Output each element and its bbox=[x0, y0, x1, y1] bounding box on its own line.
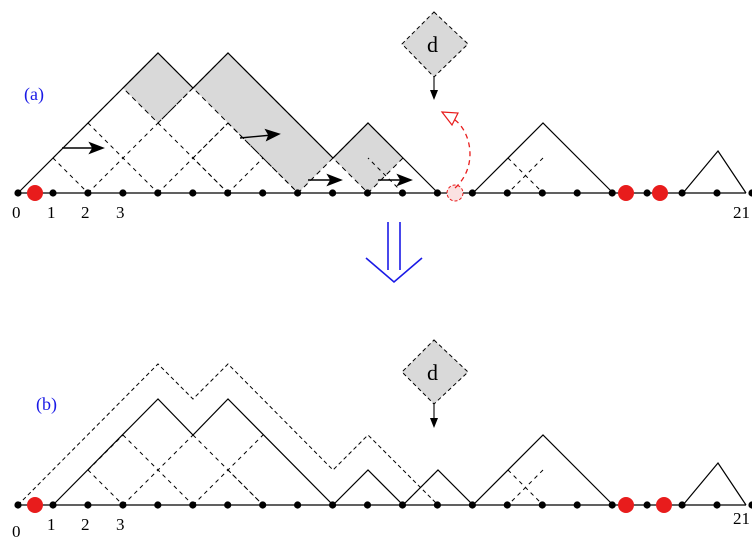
tick-label-0: 0 bbox=[12, 203, 21, 222]
lattice-site bbox=[294, 501, 302, 509]
shaded-region bbox=[122, 52, 194, 124]
lattice-site bbox=[643, 501, 651, 509]
height-profile-hill-b bbox=[682, 461, 747, 506]
lattice-site bbox=[154, 501, 162, 509]
lattice-site bbox=[259, 189, 267, 197]
particle-d-b: d bbox=[401, 339, 469, 428]
lattice-site bbox=[363, 189, 372, 197]
lattice-site bbox=[398, 189, 407, 197]
lattice-site bbox=[119, 189, 127, 197]
panel-a: (a) bbox=[12, 11, 752, 222]
tick-label-21-b: 21 bbox=[733, 509, 750, 528]
previous-profile-dashed bbox=[17, 363, 439, 506]
lattice-site bbox=[678, 501, 686, 509]
vacancy-marker bbox=[27, 185, 43, 201]
lattice-site bbox=[748, 189, 752, 197]
lattice-site bbox=[189, 189, 197, 197]
lattice-site bbox=[538, 189, 546, 197]
tick-label-1-b: 1 bbox=[47, 515, 56, 534]
lattice-site bbox=[573, 189, 581, 197]
lattice-site bbox=[154, 189, 162, 197]
lattice-site bbox=[713, 501, 721, 509]
svg-text:d: d bbox=[427, 360, 438, 385]
lattice-site bbox=[14, 189, 22, 197]
lattice-site bbox=[748, 501, 752, 509]
vacancy-marker bbox=[652, 185, 668, 201]
lattice-site bbox=[224, 501, 232, 509]
lattice-sites-a bbox=[14, 185, 752, 201]
lattice-site bbox=[713, 189, 721, 197]
vacated-site-marker bbox=[446, 184, 464, 202]
lattice-site bbox=[503, 189, 511, 197]
svg-text:d: d bbox=[427, 32, 438, 57]
lattice-site bbox=[189, 501, 197, 509]
lattice-site bbox=[433, 501, 441, 509]
tick-label-2: 2 bbox=[81, 203, 90, 222]
lattice-site bbox=[224, 189, 232, 197]
tick-label-3-b: 3 bbox=[116, 515, 125, 534]
lattice-site bbox=[294, 189, 302, 197]
panel-a-label: (a) bbox=[24, 84, 44, 105]
height-profile-outline-b bbox=[52, 398, 614, 506]
panel-b-label: (b) bbox=[36, 394, 57, 415]
lattice-site bbox=[678, 189, 686, 197]
height-profile-hill bbox=[682, 149, 747, 194]
vacancy-marker bbox=[618, 497, 634, 513]
lattice-site bbox=[49, 189, 57, 197]
tick-label-2-b: 2 bbox=[81, 515, 90, 534]
height-profile-outline bbox=[17, 52, 439, 194]
panel-b: (b) d 0 1 2 3 bbox=[12, 339, 752, 541]
dashed-lattice-b bbox=[87, 434, 544, 506]
lattice-site bbox=[643, 189, 651, 197]
vacancy-marker bbox=[618, 185, 634, 201]
lattice-site bbox=[433, 189, 441, 197]
height-profile-hill bbox=[472, 122, 614, 194]
lattice-site bbox=[329, 501, 337, 509]
lattice-site bbox=[468, 189, 476, 197]
tick-label-21: 21 bbox=[733, 203, 750, 222]
double-down-arrow bbox=[365, 222, 423, 284]
tick-label-1: 1 bbox=[47, 203, 56, 222]
lattice-site bbox=[503, 501, 511, 509]
lattice-site bbox=[573, 501, 581, 509]
particle-d-a: d bbox=[401, 11, 469, 100]
lattice-site bbox=[119, 501, 127, 509]
hop-arrow-head bbox=[440, 111, 459, 127]
vacancy-marker bbox=[27, 497, 43, 513]
lattice-site bbox=[468, 501, 476, 509]
lattice-site bbox=[259, 501, 267, 509]
vacancy-marker bbox=[656, 497, 672, 513]
lattice-site bbox=[608, 501, 616, 509]
hop-arrow bbox=[451, 117, 471, 189]
lattice-site bbox=[398, 501, 407, 509]
shaded-region bbox=[192, 52, 334, 194]
lattice-site bbox=[538, 501, 546, 509]
lattice-site bbox=[84, 501, 92, 509]
tick-label-0-b: 0 bbox=[12, 522, 21, 541]
lattice-site bbox=[329, 189, 337, 197]
tick-label-3: 3 bbox=[116, 203, 125, 222]
lattice-site bbox=[14, 501, 22, 509]
lattice-site bbox=[608, 189, 616, 197]
lattice-site bbox=[363, 501, 372, 509]
lattice-sites-b bbox=[14, 497, 752, 513]
lattice-site bbox=[84, 189, 92, 197]
move-arrows bbox=[62, 128, 413, 187]
lattice-site bbox=[49, 501, 57, 509]
